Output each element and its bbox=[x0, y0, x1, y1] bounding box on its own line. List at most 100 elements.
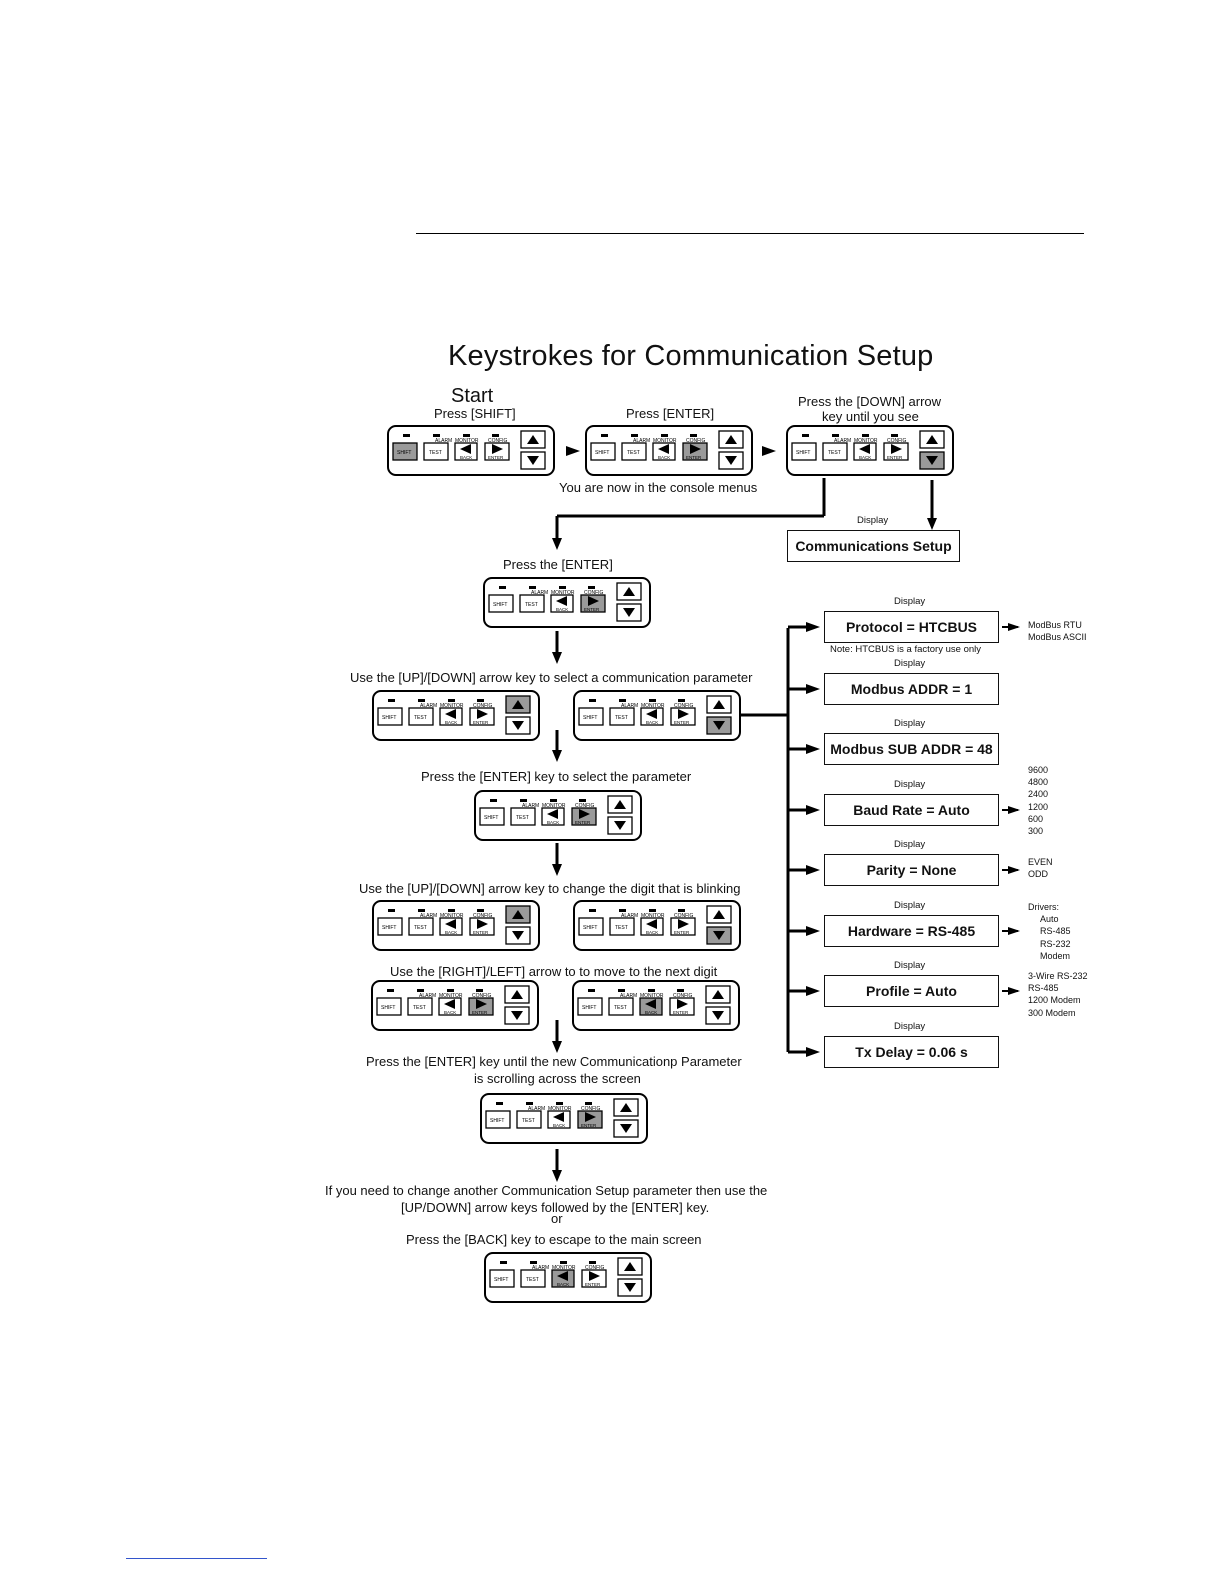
left-arrow-icon bbox=[859, 444, 870, 454]
parameter-arrowhead bbox=[806, 684, 820, 694]
up-arrow-icon bbox=[527, 435, 539, 444]
step-enter-until-1: Press the [ENTER] key until the new Comm… bbox=[366, 1054, 742, 1069]
alarm-label: ALARM bbox=[834, 438, 851, 444]
option-item: Drivers: bbox=[1028, 902, 1059, 912]
step-press-enter: Press [ENTER] bbox=[626, 406, 715, 421]
back-label: BACK bbox=[859, 455, 871, 460]
right-arrow-icon bbox=[477, 709, 488, 719]
left-arrow-icon bbox=[445, 919, 456, 929]
right-arrow-icon bbox=[579, 809, 590, 819]
alarm-label: ALARM bbox=[522, 803, 539, 809]
left-arrow-icon bbox=[553, 1112, 564, 1122]
test-label: TEST bbox=[526, 1277, 539, 1283]
test-key bbox=[609, 917, 635, 936]
config-label: CONFIG bbox=[581, 1106, 601, 1112]
step-press-down-1: Press the [DOWN] arrow bbox=[798, 394, 942, 409]
monitor-label: MONITOR bbox=[653, 438, 677, 444]
shift-key bbox=[577, 997, 603, 1016]
keypad: ALARM MONITOR CONFIG SHIFT TEST BACK ENT… bbox=[372, 690, 540, 741]
shift-key bbox=[578, 917, 604, 936]
shift-key bbox=[377, 707, 403, 726]
parameter-arrowhead bbox=[806, 986, 820, 996]
option-item: 2400 bbox=[1028, 789, 1049, 800]
alarm-label: ALARM bbox=[528, 1106, 545, 1112]
display-label: Display bbox=[894, 658, 926, 669]
shift-label: SHIFT bbox=[583, 715, 597, 721]
enter-label: ENTER bbox=[581, 1123, 597, 1128]
left-arrow-icon bbox=[557, 1271, 568, 1281]
display-label: Display bbox=[894, 839, 926, 850]
enter-label: ENTER bbox=[473, 930, 489, 935]
parameter-display: Modbus SUB ADDR = 48 bbox=[824, 733, 999, 765]
step-enter-select: Press the [ENTER] key to select the para… bbox=[421, 769, 692, 784]
down-arrow-icon bbox=[512, 931, 524, 940]
right-arrow-icon bbox=[492, 444, 503, 454]
test-label: TEST bbox=[614, 1005, 627, 1011]
test-label: TEST bbox=[522, 1118, 535, 1124]
up-arrow-icon bbox=[512, 910, 524, 919]
keypad: ALARM MONITOR CONFIG SHIFT TEST BACK ENT… bbox=[484, 1252, 652, 1303]
enter-label: ENTER bbox=[585, 1282, 601, 1287]
footer-link[interactable] bbox=[126, 1558, 267, 1559]
shift-key bbox=[377, 917, 403, 936]
shift-label: SHIFT bbox=[484, 815, 498, 821]
alarm-label: ALARM bbox=[420, 913, 437, 919]
step-press-back: Press the [BACK] key to escape to the ma… bbox=[406, 1232, 702, 1247]
left-arrow-icon bbox=[460, 444, 471, 454]
right-arrow-icon bbox=[891, 444, 902, 454]
shift-label: SHIFT bbox=[381, 1005, 395, 1011]
left-arrow-icon bbox=[445, 709, 456, 719]
shift-label: SHIFT bbox=[583, 925, 597, 931]
test-key bbox=[621, 442, 647, 461]
down-arrow-icon bbox=[614, 821, 626, 830]
enter-label: ENTER bbox=[674, 930, 690, 935]
alarm-label: ALARM bbox=[531, 590, 548, 596]
test-key bbox=[407, 997, 433, 1016]
shift-label: SHIFT bbox=[493, 602, 507, 608]
keypad: ALARM MONITOR CONFIG SHIFT TEST BACK ENT… bbox=[480, 1093, 648, 1144]
display-label: Display bbox=[894, 596, 926, 607]
enter-label: ENTER bbox=[472, 1010, 488, 1015]
start-label: Start bbox=[451, 385, 494, 407]
enter-label: ENTER bbox=[584, 607, 600, 612]
enter-label: ENTER bbox=[686, 455, 702, 460]
shift-label: SHIFT bbox=[595, 450, 609, 456]
config-label: CONFIG bbox=[585, 1265, 605, 1271]
test-key bbox=[609, 707, 635, 726]
test-label: TEST bbox=[525, 602, 538, 608]
enter-label: ENTER bbox=[673, 1010, 689, 1015]
enter-label: ENTER bbox=[488, 455, 504, 460]
test-key bbox=[516, 1110, 542, 1129]
shift-label: SHIFT bbox=[582, 1005, 596, 1011]
keypad: ALARM MONITOR CONFIG SHIFT TEST BACK ENT… bbox=[585, 425, 753, 476]
parameter-display: Protocol = HTCBUS bbox=[824, 611, 999, 643]
enter-label: ENTER bbox=[887, 455, 903, 460]
keypad: ALARM MONITOR CONFIG SHIFT TEST BACK ENT… bbox=[474, 790, 642, 841]
keypad: ALARM MONITOR CONFIG SHIFT TEST BACK ENT… bbox=[372, 900, 540, 951]
down-arrow-icon bbox=[712, 1011, 724, 1020]
option-item: RS-485 bbox=[1028, 983, 1059, 994]
right-arrow-icon bbox=[678, 919, 689, 929]
display-label: Display bbox=[894, 779, 926, 790]
back-label: BACK bbox=[547, 820, 559, 825]
option-item: Modem bbox=[1040, 950, 1071, 961]
left-arrow-icon bbox=[556, 596, 567, 606]
option-item: ModBus ASCII bbox=[1028, 632, 1087, 643]
alarm-label: ALARM bbox=[420, 703, 437, 709]
up-arrow-icon bbox=[712, 990, 724, 999]
parameter-display: Hardware = RS-485 bbox=[824, 915, 999, 947]
config-label: CONFIG bbox=[674, 703, 694, 709]
shift-key bbox=[791, 442, 817, 461]
down-arrow-icon bbox=[512, 721, 524, 730]
monitor-label: MONITOR bbox=[640, 993, 664, 999]
display-label: Display bbox=[894, 718, 926, 729]
shift-key bbox=[376, 997, 402, 1016]
page-title: Keystrokes for Communication Setup bbox=[448, 340, 934, 372]
alarm-label: ALARM bbox=[620, 993, 637, 999]
alarm-label: ALARM bbox=[621, 703, 638, 709]
left-arrow-icon bbox=[444, 999, 455, 1009]
option-item: 600 bbox=[1028, 813, 1044, 824]
